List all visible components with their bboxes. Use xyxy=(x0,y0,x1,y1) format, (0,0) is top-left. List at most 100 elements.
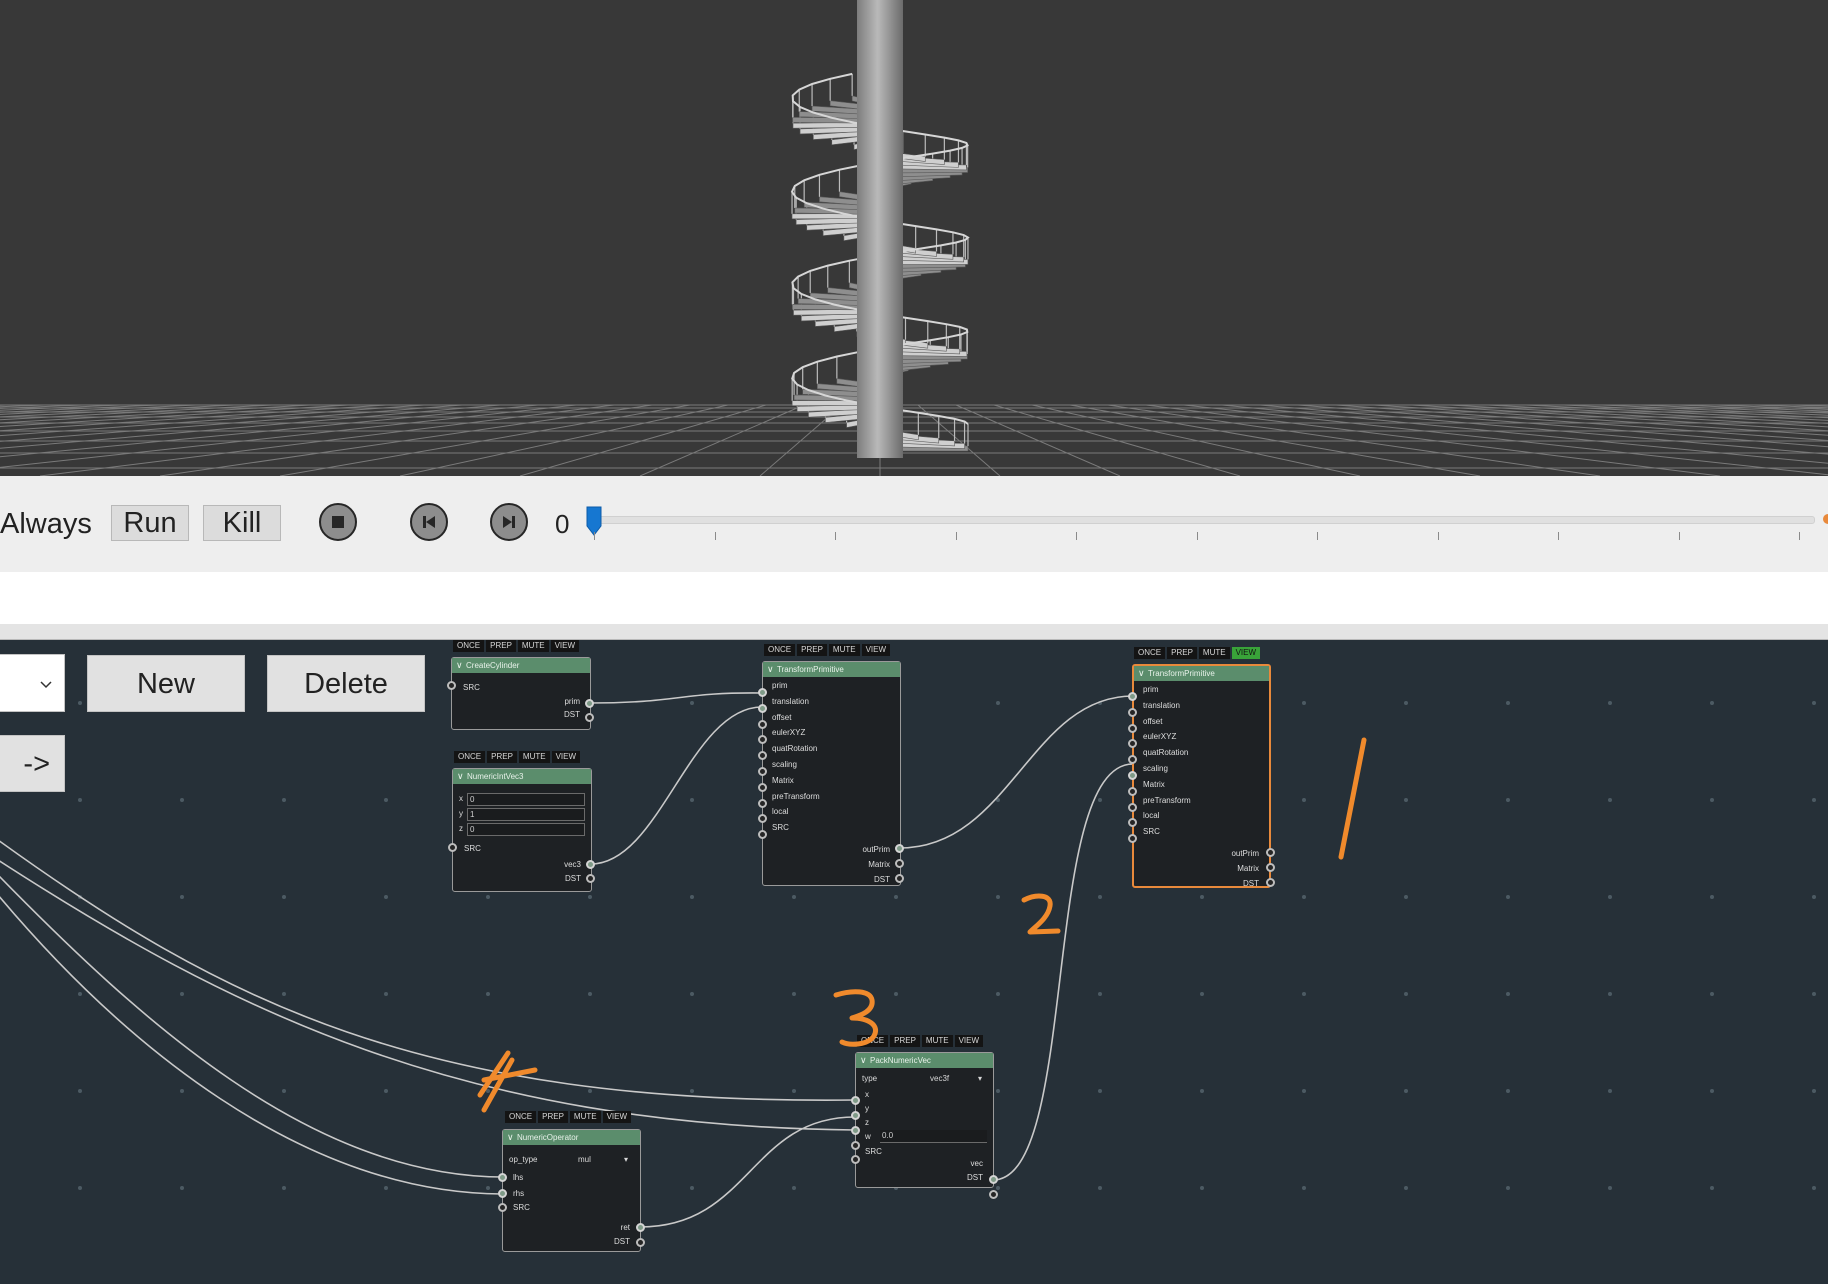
mute-toggle[interactable]: MUTE xyxy=(569,1111,601,1123)
pin-z-in[interactable] xyxy=(851,1126,860,1135)
pin-matrix-out[interactable] xyxy=(1266,863,1275,872)
z-input[interactable]: 0 xyxy=(467,823,585,836)
once-toggle[interactable]: ONCE xyxy=(454,751,486,763)
pin-local-in[interactable] xyxy=(758,814,767,824)
view-toggle[interactable]: VIEW xyxy=(861,644,891,656)
collapse-icon[interactable]: ∨ xyxy=(1138,668,1145,678)
pin-dst[interactable] xyxy=(586,874,595,883)
node-packnumericvec[interactable]: ∨PackNumericVec type vec3f ▾ x y z w 0.0… xyxy=(855,1052,994,1188)
timeline-handle[interactable] xyxy=(586,506,602,536)
mute-toggle[interactable]: MUTE xyxy=(828,644,860,656)
step-back-button[interactable] xyxy=(410,503,448,541)
pin-offset-in[interactable] xyxy=(1128,723,1137,733)
mute-toggle[interactable]: MUTE xyxy=(517,640,549,652)
node-graph-editor[interactable]: New Delete -> ONCE PREP MUTE VIEW ∨Creat… xyxy=(0,640,1828,1284)
pin-scaling-in[interactable] xyxy=(758,767,767,776)
node-header[interactable]: ∨NumericOperator xyxy=(503,1130,640,1145)
pin-offset-in[interactable] xyxy=(758,719,767,729)
pin-matrix-in[interactable] xyxy=(758,782,767,792)
pin-src[interactable] xyxy=(498,1203,507,1212)
pin-prim-in[interactable] xyxy=(758,688,767,697)
collapse-icon[interactable]: ∨ xyxy=(456,660,463,670)
view-toggle-active[interactable]: VIEW xyxy=(1231,647,1261,659)
panel-splitter[interactable] xyxy=(0,624,1828,640)
mute-toggle[interactable]: MUTE xyxy=(518,751,550,763)
view-toggle[interactable]: VIEW xyxy=(551,751,581,763)
new-graph-button[interactable]: New xyxy=(87,655,245,712)
pin-src-in[interactable] xyxy=(758,830,767,840)
w-input[interactable]: 0.0 xyxy=(880,1130,987,1143)
pin-translation-in[interactable] xyxy=(758,703,767,713)
node-createcylinder[interactable]: ∨CreateCylinder SRC prim DST xyxy=(451,657,591,730)
mode-label[interactable]: Always xyxy=(0,508,92,540)
pin-dst[interactable] xyxy=(585,713,594,722)
stop-button[interactable] xyxy=(319,503,357,541)
collapse-icon[interactable]: ∨ xyxy=(860,1055,867,1065)
node-numericintvec3[interactable]: ∨NumericIntVec3 x 0 y 1 z 0 SRC vec3 DST xyxy=(452,768,592,892)
pin-x-in[interactable] xyxy=(851,1096,860,1105)
pin-vec-out[interactable] xyxy=(989,1175,998,1184)
prep-toggle[interactable]: PREP xyxy=(890,1035,920,1047)
view-toggle[interactable]: VIEW xyxy=(602,1111,632,1123)
once-toggle[interactable]: ONCE xyxy=(764,644,796,656)
once-toggle[interactable]: ONCE xyxy=(505,1111,537,1123)
prep-toggle[interactable]: PREP xyxy=(538,1111,568,1123)
kill-button[interactable]: Kill xyxy=(203,505,281,541)
node-header[interactable]: ∨TransformPrimitive xyxy=(1134,666,1269,681)
pin-pretransform-in[interactable] xyxy=(1128,802,1137,812)
pin-src[interactable] xyxy=(851,1155,860,1164)
3d-viewport[interactable] xyxy=(0,0,1828,476)
prep-toggle[interactable]: PREP xyxy=(797,644,827,656)
pin-lhs-in[interactable] xyxy=(498,1173,507,1182)
x-input[interactable]: 0 xyxy=(467,793,585,806)
pin-eulerxyz-in[interactable] xyxy=(758,735,767,745)
view-toggle[interactable]: VIEW xyxy=(550,640,580,652)
pin-src[interactable] xyxy=(448,843,457,852)
node-header[interactable]: ∨CreateCylinder xyxy=(452,658,590,673)
op-type-select[interactable]: mul xyxy=(578,1155,591,1164)
pin-translation-in[interactable] xyxy=(1128,707,1137,717)
type-select[interactable]: vec3f xyxy=(930,1074,950,1083)
pin-rhs-in[interactable] xyxy=(498,1189,507,1198)
pin-src-in[interactable] xyxy=(1128,834,1137,844)
pin-quatrotation-in[interactable] xyxy=(758,751,767,761)
pin-pretransform-in[interactable] xyxy=(758,798,767,808)
node-header[interactable]: ∨PackNumericVec xyxy=(856,1053,993,1068)
pin-outprim-out[interactable] xyxy=(1266,848,1275,857)
view-toggle[interactable]: VIEW xyxy=(954,1035,984,1047)
pin-eulerxyz-in[interactable] xyxy=(1128,739,1137,749)
pin-quatrotation-in[interactable] xyxy=(1128,755,1137,765)
node-header[interactable]: ∨TransformPrimitive xyxy=(763,662,900,677)
prep-toggle[interactable]: PREP xyxy=(1167,647,1197,659)
pin-dst[interactable] xyxy=(1266,878,1275,887)
collapse-icon[interactable]: ∨ xyxy=(507,1132,514,1142)
delete-graph-button[interactable]: Delete xyxy=(267,655,425,712)
mute-toggle[interactable]: MUTE xyxy=(1198,647,1230,659)
collapse-icon[interactable]: ∨ xyxy=(457,771,464,781)
arrow-button[interactable]: -> xyxy=(0,735,65,792)
y-input[interactable]: 1 xyxy=(467,808,585,821)
graph-select-dropdown[interactable] xyxy=(0,654,65,712)
mute-toggle[interactable]: MUTE xyxy=(921,1035,953,1047)
pin-matrix-in[interactable] xyxy=(1128,786,1137,796)
prep-toggle[interactable]: PREP xyxy=(487,751,517,763)
once-toggle[interactable]: ONCE xyxy=(1134,647,1166,659)
once-toggle[interactable]: ONCE xyxy=(453,640,485,652)
collapse-icon[interactable]: ∨ xyxy=(767,664,774,674)
pin-vec3-out[interactable] xyxy=(586,860,595,869)
pin-local-in[interactable] xyxy=(1128,818,1137,828)
pin-dst[interactable] xyxy=(989,1190,998,1199)
node-numericoperator[interactable]: ∨NumericOperator op_type mul ▾ lhs rhs S… xyxy=(502,1129,641,1252)
pin-outprim-out[interactable] xyxy=(895,844,904,853)
pin-scaling-in[interactable] xyxy=(1128,771,1137,780)
pin-y-in[interactable] xyxy=(851,1111,860,1120)
step-forward-button[interactable] xyxy=(490,503,528,541)
pin-w-in[interactable] xyxy=(851,1141,860,1150)
pin-matrix-out[interactable] xyxy=(895,859,904,868)
pin-prim-in[interactable] xyxy=(1128,692,1137,701)
prep-toggle[interactable]: PREP xyxy=(486,640,516,652)
pin-src[interactable] xyxy=(447,681,456,690)
pin-prim-out[interactable] xyxy=(585,699,594,708)
